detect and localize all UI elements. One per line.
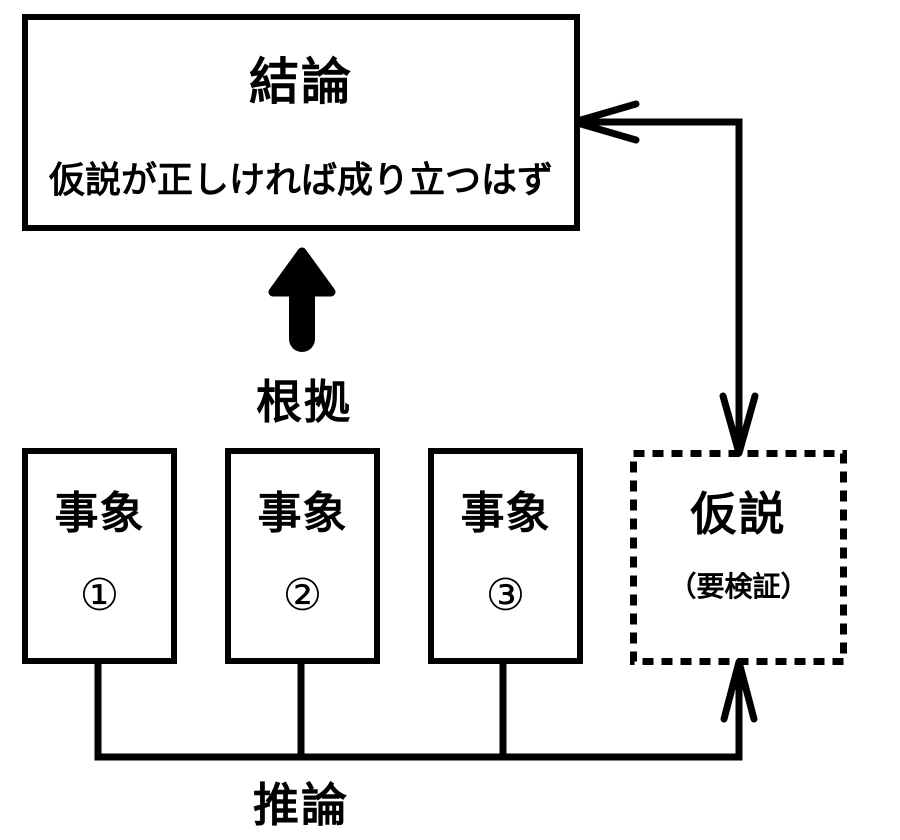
event-box-3: 事象 ③ (428, 448, 583, 664)
hypothesis-title: 仮説 (690, 488, 787, 540)
inference-label: 推論 (253, 779, 349, 831)
grounds-thick-arrow-icon (268, 247, 336, 352)
conclusion-subtitle: 仮説が正しければ成り立つはず (48, 159, 553, 200)
hypothesis-conclusion-connector (570, 100, 759, 457)
event-2-label: 事象 (257, 489, 348, 538)
arrowhead-left-icon (570, 100, 640, 144)
conclusion-title: 結論 (249, 54, 353, 110)
event-box-2: 事象 ② (225, 448, 380, 664)
grounds-label: 根拠 (256, 376, 352, 428)
hypothesis-note: （要検証） (668, 571, 809, 602)
inference-connector (94, 658, 758, 761)
conclusion-box: 結論 仮説が正しければ成り立つはず (22, 14, 580, 231)
event-1-number-icon: ① (79, 571, 120, 620)
event-1-label: 事象 (54, 489, 145, 538)
arrowhead-up-icon (720, 658, 758, 723)
event-2-number-icon: ② (282, 571, 323, 620)
event-3-number-icon: ③ (485, 571, 526, 620)
event-3-label: 事象 (460, 489, 551, 538)
event-box-1: 事象 ① (22, 448, 177, 664)
arrowhead-down-icon (719, 392, 759, 457)
hypothesis-box: 仮説 （要検証） (630, 450, 847, 665)
